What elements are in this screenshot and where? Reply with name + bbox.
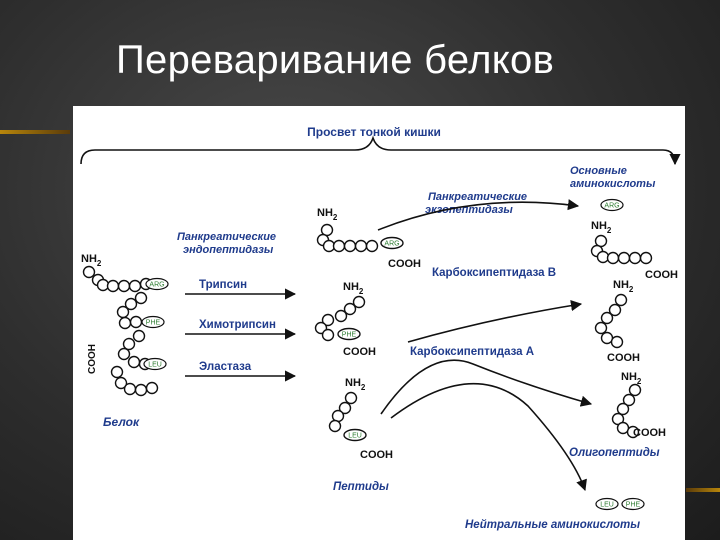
carb-a-arrow-upper: [407, 300, 583, 343]
carb-b-nh2: NH2: [591, 220, 612, 235]
protein-tags: [141, 277, 169, 371]
peptide-phe: [314, 295, 366, 342]
elastase-label: Эластаза: [199, 361, 252, 373]
basic-aa-label: Основные аминокислоты: [570, 165, 656, 190]
peptide-arg: [316, 223, 404, 253]
protein-label: Белок: [103, 415, 140, 429]
protein-cooh: COOH: [87, 344, 98, 374]
peptide-leu-nh2: NH2: [345, 377, 366, 392]
carb-b-chain: [590, 234, 653, 265]
neutral-aa-leu-tag: LEU: [600, 502, 614, 509]
peptide-phe-tag: PHE: [342, 332, 357, 339]
peptide-arg-tag: ARG: [384, 241, 399, 248]
peptide-arg-cooh: COOH: [388, 258, 421, 270]
protein-chain: [82, 265, 159, 397]
tag-leu: LEU: [148, 362, 162, 369]
carb-b-label: Карбоксипептидаза В: [432, 267, 556, 279]
peptide-phe-nh2: NH2: [343, 281, 364, 296]
decorative-bar-left: [0, 130, 70, 134]
peptide-leu-cooh: COOH: [360, 449, 393, 461]
neutral-aa-pair: [595, 497, 645, 511]
carb-a-arrow-lower: [380, 359, 593, 415]
peptides-label: Пептиды: [333, 481, 389, 493]
protein-digestion-diagram: Просвет тонкой кишки ARG PHE LEU NH2 COO…: [80, 125, 681, 531]
peptide-leu-tag: LEU: [348, 433, 362, 440]
lumen-brace: [80, 135, 681, 166]
lumen-label: Просвет тонкой кишки: [307, 125, 441, 139]
oligopeptide-chain: [611, 383, 642, 439]
carb-a-label: Карбоксипептидаза А: [410, 346, 534, 358]
exopeptidase-arrow-to-basic: [377, 199, 580, 231]
peptide-phe-cooh: COOH: [343, 346, 376, 358]
tag-arg: ARG: [149, 282, 164, 289]
carb-a-arrow-neutral: [390, 382, 587, 492]
carb-b-cooh: COOH: [645, 269, 678, 281]
neutral-aa-phe-tag: PHE: [626, 502, 641, 509]
oligopeptide-cooh: COOH: [633, 427, 666, 439]
slide-title: Переваривание белков: [116, 38, 555, 82]
oligopeptides-label: Олигопептиды: [569, 447, 660, 459]
decorative-bar-right: [686, 488, 720, 492]
neutral-aa-label: Нейтральные аминокислоты: [465, 519, 640, 531]
trypsin-label: Трипсин: [199, 279, 247, 291]
oligopeptide-nh2: NH2: [621, 371, 642, 386]
peptide-arg-nh2: NH2: [317, 207, 338, 222]
protein-nh2: NH2: [81, 253, 102, 268]
carb-a-upper-nh2: NH2: [613, 279, 634, 294]
diagram-panel: Просвет тонкой кишки ARG PHE LEU NH2 COO…: [73, 106, 685, 540]
chymotrypsin-label: Химотрипсин: [199, 319, 276, 331]
basic-aa-arg: [600, 198, 624, 212]
endopeptidases-label: Панкреатические эндопептидазы: [177, 231, 279, 256]
carb-a-chain-upper: [594, 293, 628, 349]
tag-phe: PHE: [146, 320, 161, 327]
peptide-leu: [328, 391, 367, 442]
exopeptidases-label: Панкреатические экзопептидазы: [425, 191, 530, 216]
carb-a-upper-cooh: COOH: [607, 352, 640, 364]
basic-aa-arg-tag: ARG: [604, 203, 619, 210]
